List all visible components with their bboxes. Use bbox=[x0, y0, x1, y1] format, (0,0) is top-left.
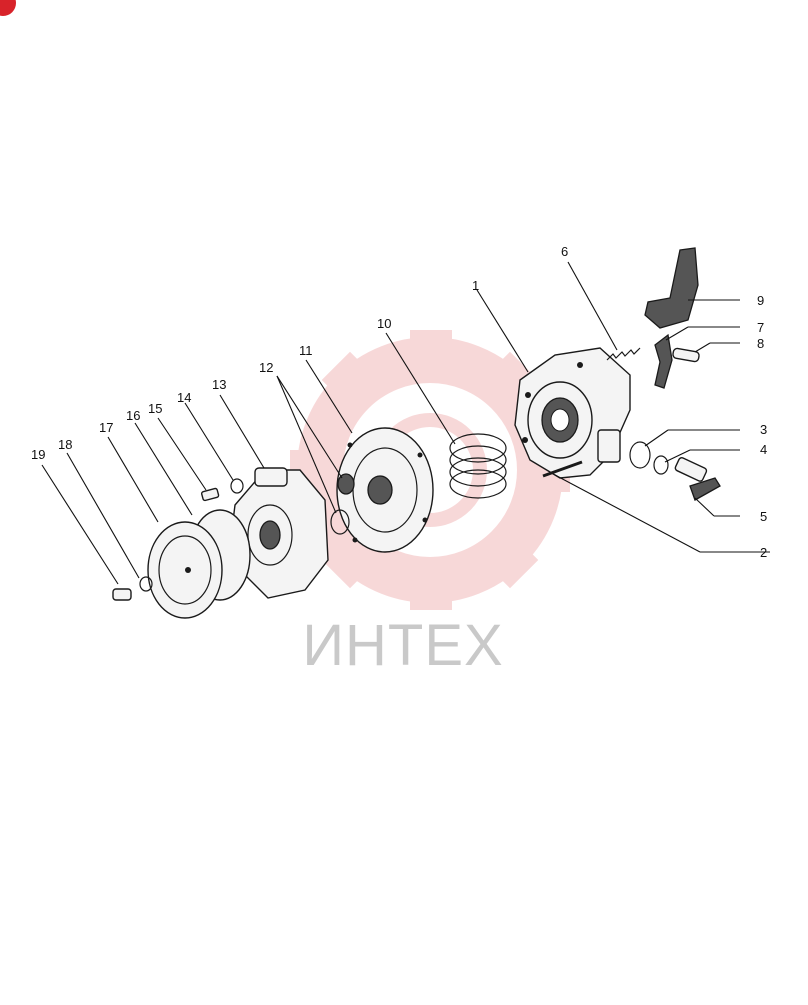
part-13-cover bbox=[229, 467, 329, 599]
part-10-spring bbox=[449, 433, 507, 499]
callout-19: 19 bbox=[31, 447, 45, 462]
part-5-lever bbox=[674, 457, 721, 501]
callout-2: 2 bbox=[760, 545, 767, 560]
callout-15: 15 bbox=[148, 401, 162, 416]
callout-8: 8 bbox=[757, 336, 764, 351]
part-19-screw bbox=[112, 588, 132, 601]
callout-1: 1 bbox=[472, 278, 479, 293]
part-9-bracket bbox=[644, 247, 699, 329]
part-6-spring bbox=[606, 347, 641, 361]
callout-14: 14 bbox=[177, 390, 191, 405]
part-11-plate bbox=[336, 427, 434, 553]
callout-18: 18 bbox=[58, 437, 72, 452]
callout-9: 9 bbox=[757, 293, 764, 308]
part-15-screw bbox=[200, 487, 220, 502]
corner-badge bbox=[0, 0, 16, 16]
part-18-washer bbox=[139, 576, 153, 592]
part-3-ring bbox=[629, 441, 651, 469]
part-7-small-lever bbox=[654, 333, 673, 389]
leader-lines bbox=[41, 261, 770, 585]
callout-5: 5 bbox=[760, 509, 767, 524]
callout-4: 4 bbox=[760, 442, 767, 457]
callout-17: 17 bbox=[99, 420, 113, 435]
callout-3: 3 bbox=[760, 422, 767, 437]
part-4-o-ring bbox=[653, 455, 669, 475]
part-17-cap bbox=[147, 521, 223, 619]
part-12-seals bbox=[330, 473, 355, 535]
part-2-pin bbox=[542, 460, 583, 478]
callout-13: 13 bbox=[212, 377, 226, 392]
watermark-text: ИНТЕХ bbox=[302, 613, 504, 678]
part-8-pin bbox=[672, 347, 700, 363]
callout-7: 7 bbox=[757, 320, 764, 335]
callout-11: 11 bbox=[299, 343, 313, 358]
callout-16: 16 bbox=[126, 408, 140, 423]
callout-12: 12 bbox=[259, 360, 273, 375]
callout-labels: 1 2 3 4 5 6 7 8 9 10 11 12 13 14 15 16 1… bbox=[31, 244, 767, 560]
callout-10: 10 bbox=[377, 316, 391, 331]
part-14-washer bbox=[230, 478, 244, 494]
part-1-housing bbox=[514, 347, 631, 479]
callout-6: 6 bbox=[561, 244, 568, 259]
